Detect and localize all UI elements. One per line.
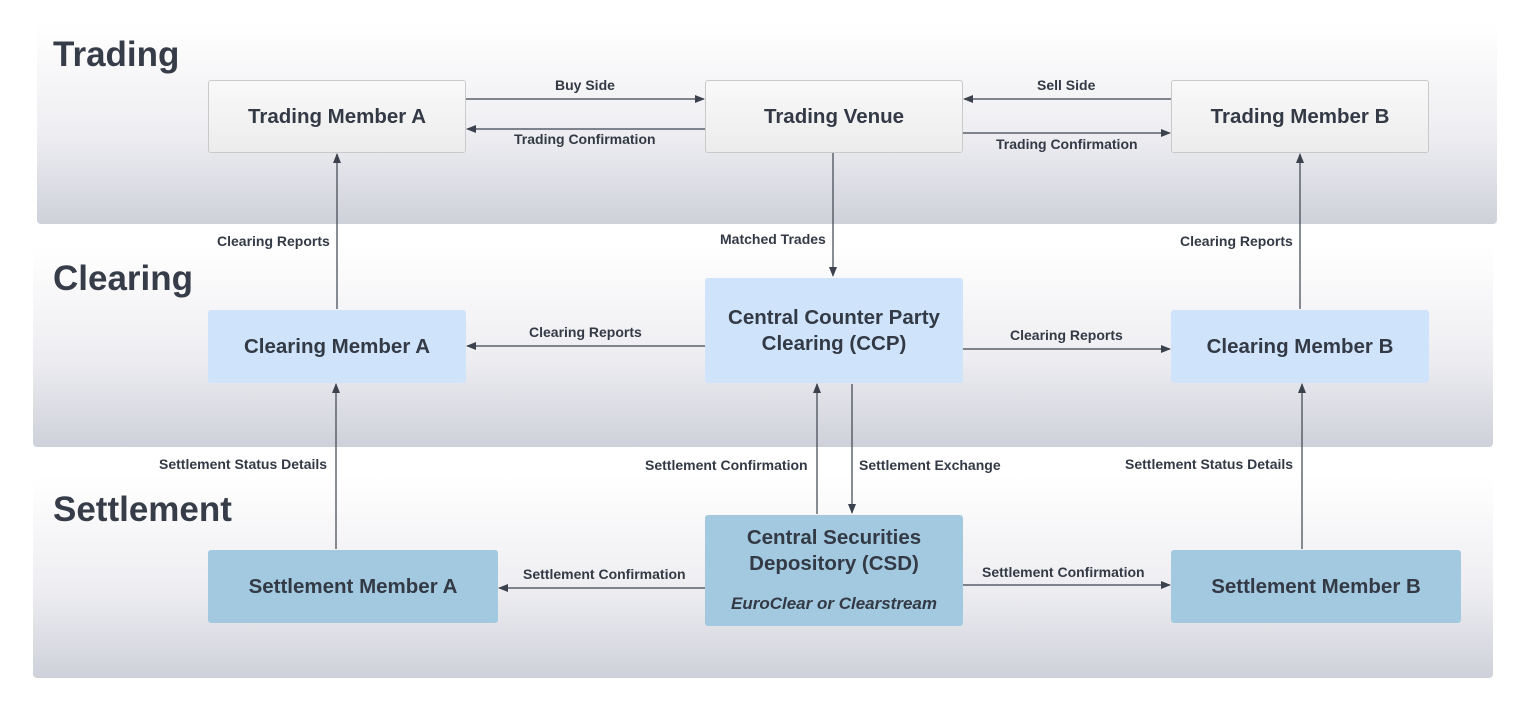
clearing-member-b-label: Clearing Member B [1206, 334, 1394, 358]
edge-label-settlement-exchange: Settlement Exchange [859, 457, 1001, 473]
edge-label-settlement-confirmation-b: Settlement Confirmation [982, 564, 1145, 580]
edge-label-trading-confirmation-b: Trading Confirmation [996, 136, 1138, 152]
edge-label-clearing-reports-a: Clearing Reports [529, 324, 642, 340]
trading-member-b-node: Trading Member B [1171, 80, 1429, 153]
edge-label-matched-trades: Matched Trades [720, 231, 826, 247]
settlement-member-b-node: Settlement Member B [1171, 550, 1461, 623]
trading-member-a-node: Trading Member A [208, 80, 466, 153]
edge-label-settlement-status-b: Settlement Status Details [1125, 456, 1294, 472]
trading-lane-title: Trading [53, 35, 180, 74]
csd-sublabel: EuroClear or Clearstream [731, 593, 937, 613]
csd-label-line2: Depository (CSD) [749, 551, 919, 575]
edge-label-sell-side: Sell Side [1037, 77, 1096, 93]
ccp-node: Central Counter Party Clearing (CCP) [705, 278, 963, 383]
edge-label-settlement-confirmation-up: Settlement Confirmation [645, 457, 808, 473]
trading-venue-node: Trading Venue [705, 80, 963, 153]
edge-label-settlement-status-a: Settlement Status Details [159, 456, 328, 472]
edge-label-trading-confirmation-a: Trading Confirmation [514, 131, 656, 147]
ccp-label-line1: Central Counter Party [728, 305, 940, 329]
settlement-lane-title: Settlement [53, 490, 232, 529]
settlement-member-a-label: Settlement Member A [248, 574, 458, 598]
edge-label-clearing-reports-b: Clearing Reports [1010, 327, 1123, 343]
csd-node: Central Securities Depository (CSD) Euro… [705, 515, 963, 626]
edge-label-clearing-reports-up-b: Clearing Reports [1180, 233, 1293, 249]
trading-member-a-label: Trading Member A [247, 104, 427, 128]
edge-label-clearing-reports-up-a: Clearing Reports [217, 233, 330, 249]
clearing-member-a-label: Clearing Member A [243, 334, 431, 358]
edge-label-buy-side: Buy Side [555, 77, 615, 93]
clearing-member-b-node: Clearing Member B [1171, 310, 1429, 383]
settlement-member-b-label: Settlement Member B [1211, 574, 1421, 598]
trading-venue-label: Trading Venue [763, 104, 905, 128]
settlement-member-a-node: Settlement Member A [208, 550, 498, 623]
csd-label-line1: Central Securities [746, 525, 922, 549]
edge-label-settlement-confirmation-a: Settlement Confirmation [523, 566, 686, 582]
clearing-lane-title: Clearing [53, 259, 194, 298]
clearing-member-a-node: Clearing Member A [208, 310, 466, 383]
trading-member-b-label: Trading Member B [1210, 104, 1390, 128]
ccp-label-line2: Clearing (CCP) [761, 331, 907, 355]
